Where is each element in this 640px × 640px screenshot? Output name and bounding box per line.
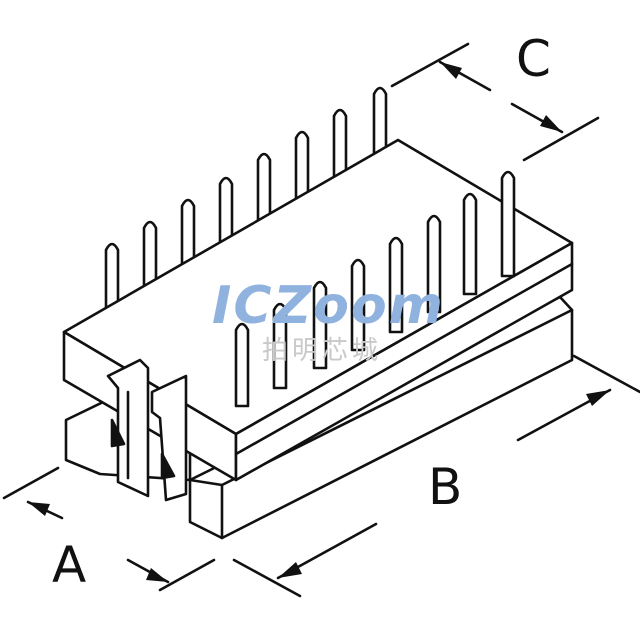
dimension-label-a: A — [52, 536, 87, 594]
dimension-label-c: C — [516, 30, 551, 88]
front-row-pins — [234, 170, 516, 408]
dimension-label-b: B — [428, 458, 463, 516]
dimension-arrowheads — [28, 62, 610, 582]
latch-feature — [106, 358, 188, 502]
